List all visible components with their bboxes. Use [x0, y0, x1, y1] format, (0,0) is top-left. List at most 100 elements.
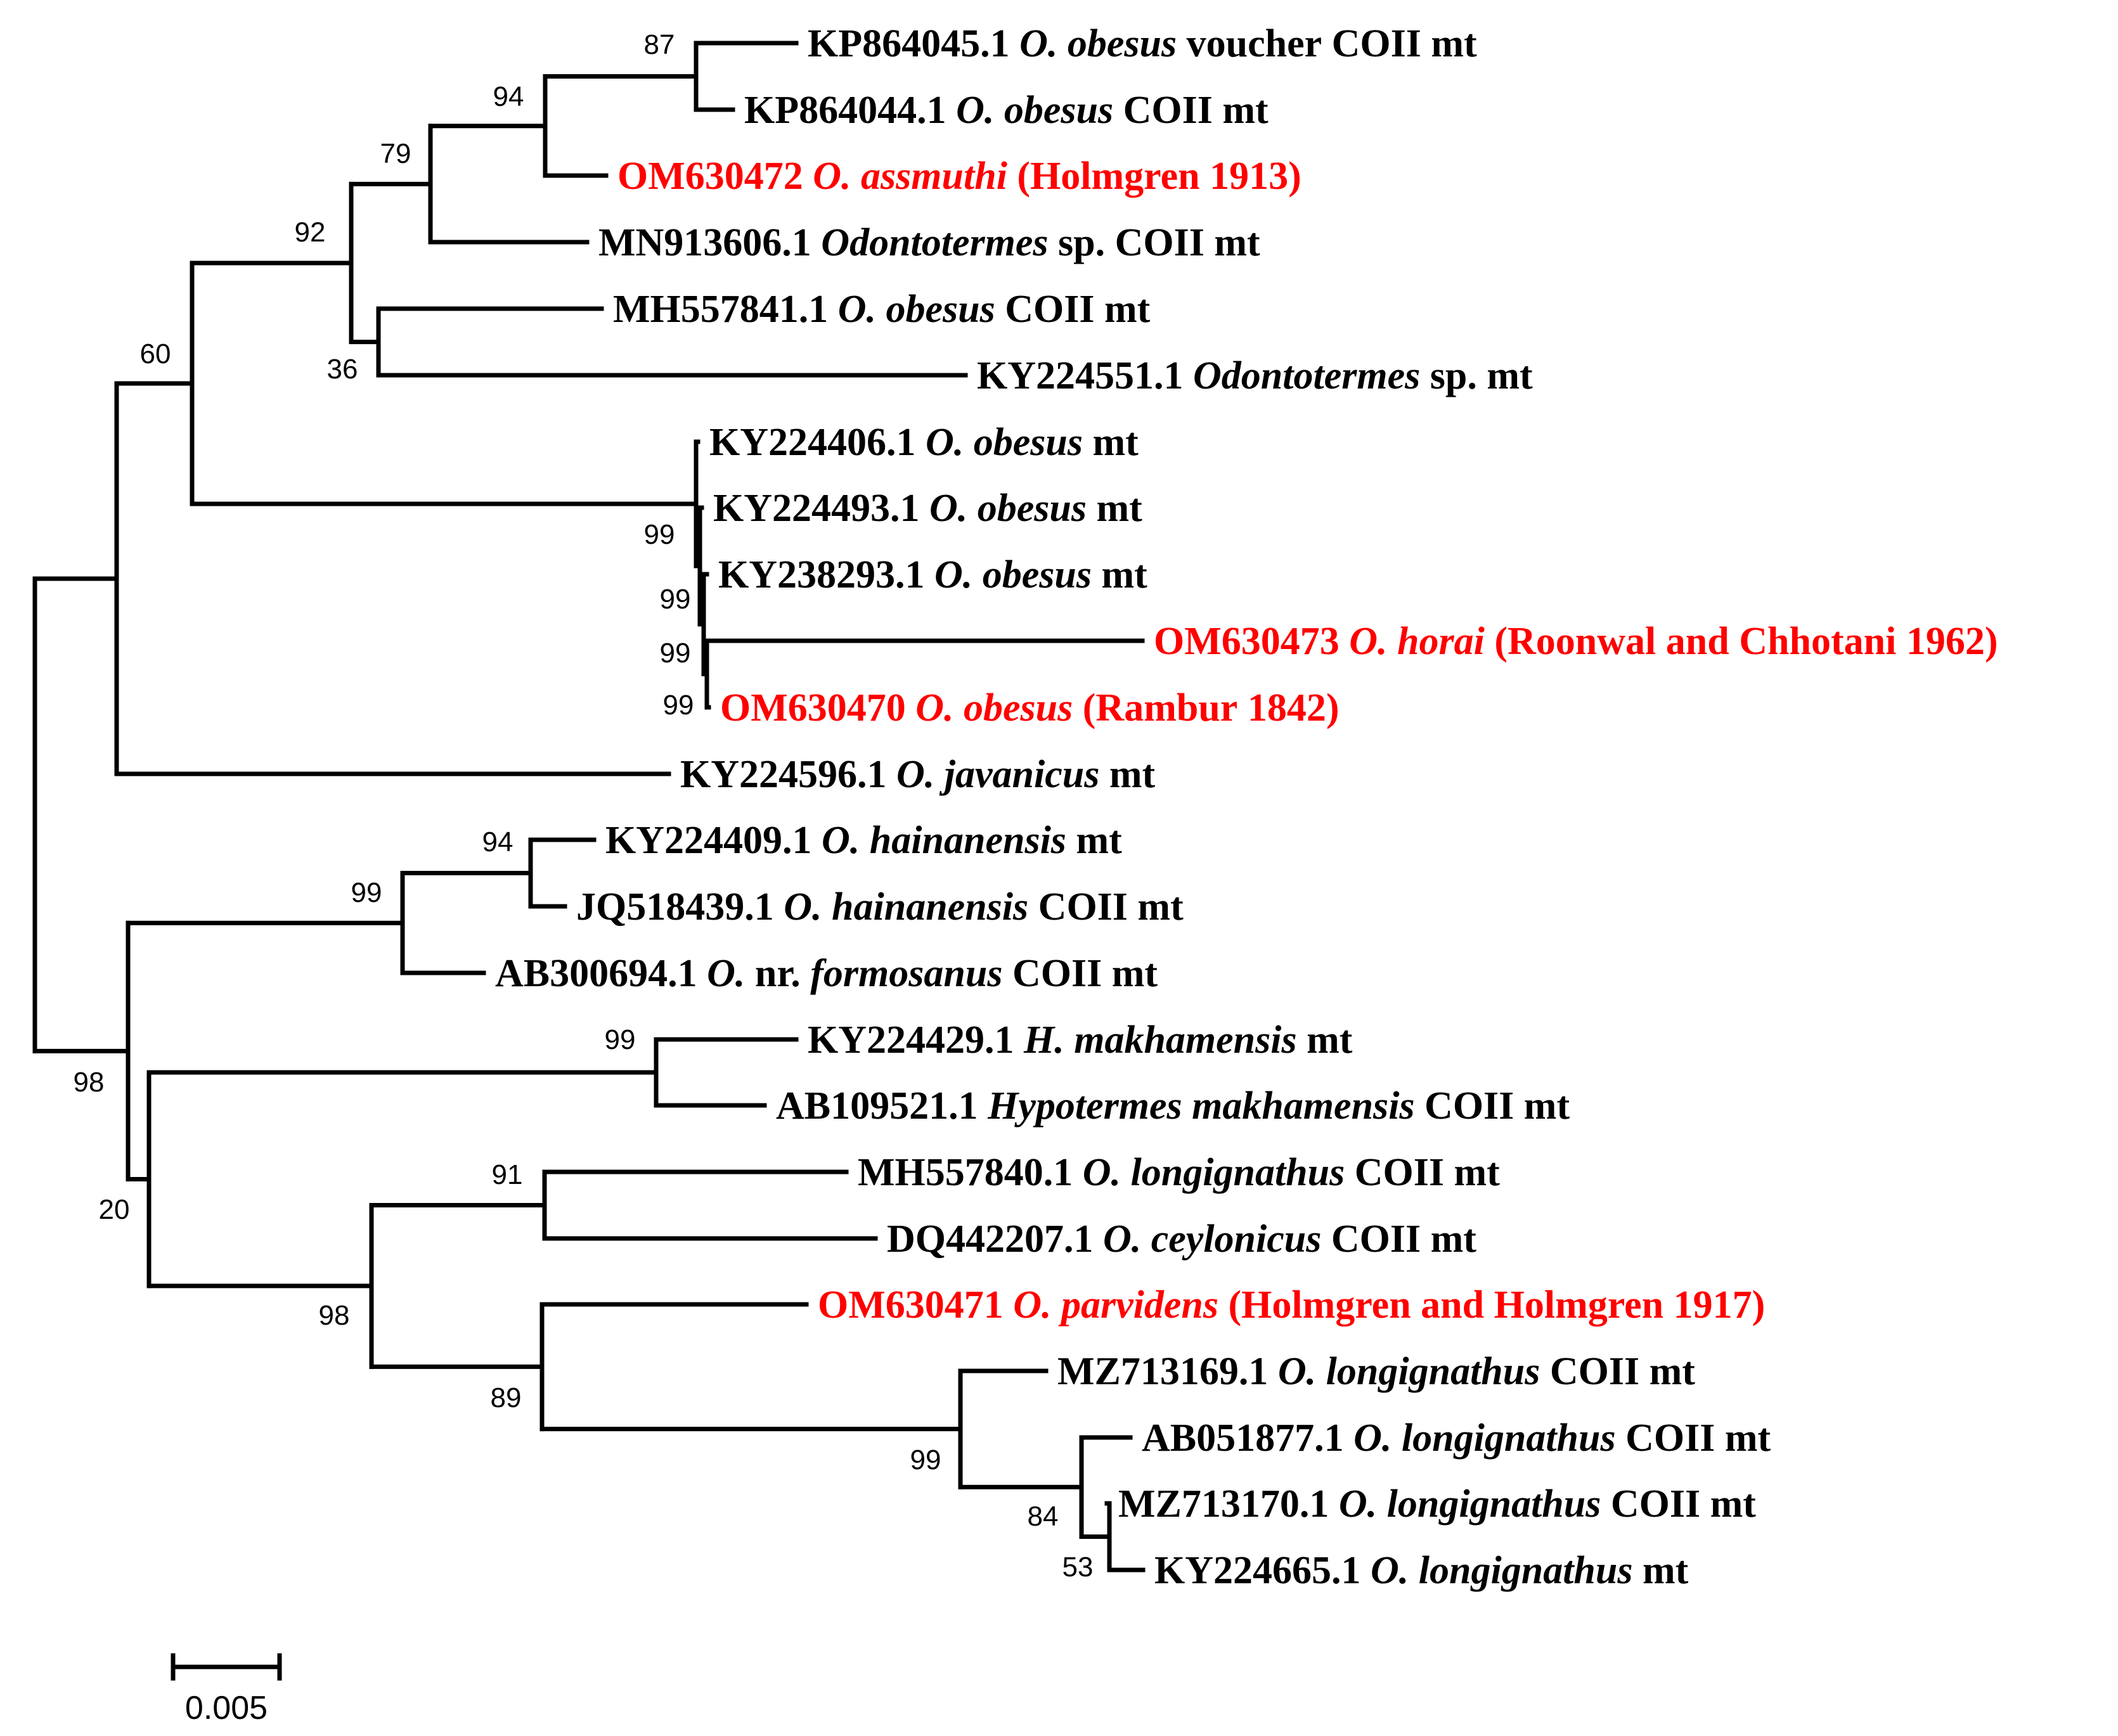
taxon-label-part: JQ518439.1	[576, 885, 784, 929]
taxon-label-part: KY224429.1	[808, 1019, 1024, 1062]
taxon-label-part: O. obesus	[838, 288, 995, 331]
bootstrap-value-n3: 79	[380, 138, 411, 169]
taxon-label-part: (Holmgren 1913)	[1007, 155, 1301, 198]
taxon-label-t2: KP864044.1 O. obesus COII mt	[744, 89, 1269, 132]
taxon-label-part: DQ442207.1	[887, 1218, 1103, 1261]
bootstrap-value-n10: 60	[140, 338, 171, 370]
taxon-label-t19: DQ442207.1 O. ceylonicus COII mt	[887, 1218, 1476, 1261]
bootstrap-value-n15: 91	[492, 1159, 523, 1190]
taxon-label-part: COII mt	[1601, 1482, 1756, 1526]
bootstrap-value-n16: 53	[1062, 1552, 1094, 1583]
bootstrap-value-n14: 99	[605, 1024, 636, 1055]
taxon-label-part: mt	[1087, 487, 1142, 530]
taxon-label-part: COII mt	[1616, 1417, 1771, 1460]
taxon-label-part: MZ713169.1	[1057, 1350, 1278, 1393]
taxon-label-part: KY224409.1	[605, 819, 822, 862]
taxon-label-t20: OM630471 O. parvidens (Holmgren and Holm…	[818, 1283, 1765, 1327]
bootstrap-support-values: 8794793692999999996094999991538499899820…	[74, 29, 1094, 1583]
taxon-label-part: KP864045.1	[808, 22, 1019, 65]
taxon-label-part: COII mt	[995, 288, 1151, 331]
taxon-label-part: OM630472	[617, 155, 813, 198]
taxon-label-t21: MZ713169.1 O. longignathus COII mt	[1057, 1350, 1695, 1393]
bootstrap-value-n4: 36	[327, 354, 358, 385]
taxon-label-part: O. obesus	[926, 421, 1083, 464]
taxon-label-part: O. obesus	[1019, 22, 1177, 65]
taxon-label-part: nr.	[745, 952, 810, 995]
taxon-label-part: O. assmuthi	[813, 155, 1007, 198]
taxon-label-part: MZ713170.1	[1118, 1482, 1339, 1526]
taxon-label-part: O. ceylonicus	[1103, 1218, 1321, 1261]
taxon-label-part: OM630471	[818, 1283, 1013, 1327]
taxon-label-part: sp. mt	[1420, 354, 1533, 397]
taxon-label-t24: KY224665.1 O. longignathus mt	[1154, 1549, 1689, 1592]
bootstrap-value-n1: 87	[644, 29, 675, 60]
taxon-label-part: COII mt	[1345, 1151, 1500, 1194]
taxon-label-t14: JQ518439.1 O. hainanensis COII mt	[576, 885, 1184, 929]
taxon-label-part: Odontotermes	[1193, 354, 1420, 397]
taxon-label-part: MH557840.1	[858, 1151, 1083, 1194]
taxon-label-t9: KY238293.1 O. obesus mt	[718, 553, 1147, 596]
taxon-label-part: (Roonwal and Chhotani 1962)	[1485, 620, 1998, 663]
taxon-label-part: AB300694.1	[495, 952, 707, 995]
bootstrap-value-n19: 89	[491, 1382, 522, 1413]
taxon-label-part: KY238293.1	[718, 553, 934, 596]
scale-bar: 0.005	[171, 1653, 282, 1726]
taxon-label-part: mt	[1092, 553, 1147, 596]
taxon-label-part: O. javanicus	[896, 753, 1099, 796]
bootstrap-value-n5: 92	[295, 217, 326, 248]
taxon-label-part: mt	[1633, 1549, 1689, 1592]
bootstrap-value-n20: 98	[319, 1300, 350, 1331]
taxon-label-part: formosanus	[810, 952, 1002, 995]
taxon-label-part: O. longignathus	[1353, 1417, 1616, 1460]
bootstrap-value-n18: 99	[910, 1444, 941, 1476]
taxon-label-t1: KP864045.1 O. obesus voucher COII mt	[808, 22, 1477, 65]
taxon-label-part: COII mt	[1028, 885, 1184, 929]
taxon-label-part: KY224406.1	[709, 421, 926, 464]
bootstrap-value-root: 98	[74, 1067, 105, 1098]
taxon-label-part: OM630473	[1154, 620, 1349, 663]
bootstrap-value-n12: 94	[482, 826, 513, 858]
taxon-labels: KP864045.1 O. obesus voucher COII mtKP86…	[495, 22, 1998, 1592]
taxon-label-part: O. obesus	[956, 89, 1113, 132]
bootstrap-value-n21: 20	[99, 1194, 130, 1225]
taxon-label-part: mt	[1083, 421, 1139, 464]
taxon-label-part: COII mt	[1321, 1218, 1476, 1261]
taxon-label-part: O. hainanensis	[822, 819, 1066, 862]
bootstrap-value-n7: 99	[660, 638, 691, 669]
taxon-label-part: sp. COII mt	[1049, 221, 1261, 264]
taxon-label-part: O. obesus	[915, 686, 1073, 730]
taxon-label-t22: AB051877.1 O. longignathus COII mt	[1142, 1417, 1771, 1460]
taxon-label-part: OM630470	[720, 686, 915, 730]
taxon-label-part: MH557841.1	[613, 288, 838, 331]
taxon-label-part: O. parvidens	[1013, 1283, 1218, 1327]
taxon-label-part: (Holmgren and Holmgren 1917)	[1218, 1283, 1765, 1327]
taxon-label-part: mt	[1099, 753, 1155, 796]
taxon-label-part: AB051877.1	[1142, 1417, 1353, 1460]
taxon-label-t7: KY224406.1 O. obesus mt	[709, 421, 1139, 464]
bootstrap-value-n8: 99	[660, 584, 691, 615]
bootstrap-value-n6: 99	[663, 690, 694, 721]
taxon-label-t16: KY224429.1 H. makhamensis mt	[808, 1019, 1353, 1062]
taxon-label-t13: KY224409.1 O. hainanensis mt	[605, 819, 1122, 862]
taxon-label-t23: MZ713170.1 O. longignathus COII mt	[1118, 1482, 1756, 1526]
taxon-label-part: H. makhamensis	[1023, 1019, 1297, 1062]
taxon-label-part: mt	[1297, 1019, 1353, 1062]
taxon-label-part: (Rambur 1842)	[1073, 686, 1339, 730]
bootstrap-value-n9: 99	[644, 519, 675, 550]
bootstrap-value-n13: 99	[351, 877, 382, 908]
taxon-label-part: KP864044.1	[744, 89, 956, 132]
taxon-label-part: O. longignathus	[1083, 1151, 1345, 1194]
taxon-label-t10: OM630473 O. horai (Roonwal and Chhotani …	[1154, 620, 1998, 663]
taxon-label-part: O. obesus	[934, 553, 1092, 596]
taxon-label-t18: MH557840.1 O. longignathus COII mt	[858, 1151, 1500, 1194]
taxon-label-t8: KY224493.1 O. obesus mt	[713, 487, 1142, 530]
taxon-label-t4: MN913606.1 Odontotermes sp. COII mt	[598, 221, 1260, 264]
tree-branches	[32, 41, 1146, 1572]
taxon-label-part: Odontotermes	[821, 221, 1048, 264]
taxon-label-part: COII mt	[1540, 1350, 1695, 1393]
taxon-label-part: O. obesus	[929, 487, 1087, 530]
taxon-label-part: O. horai	[1349, 620, 1485, 663]
taxon-label-part: COII mt	[1113, 89, 1269, 132]
taxon-label-part: KY224596.1	[680, 753, 896, 796]
